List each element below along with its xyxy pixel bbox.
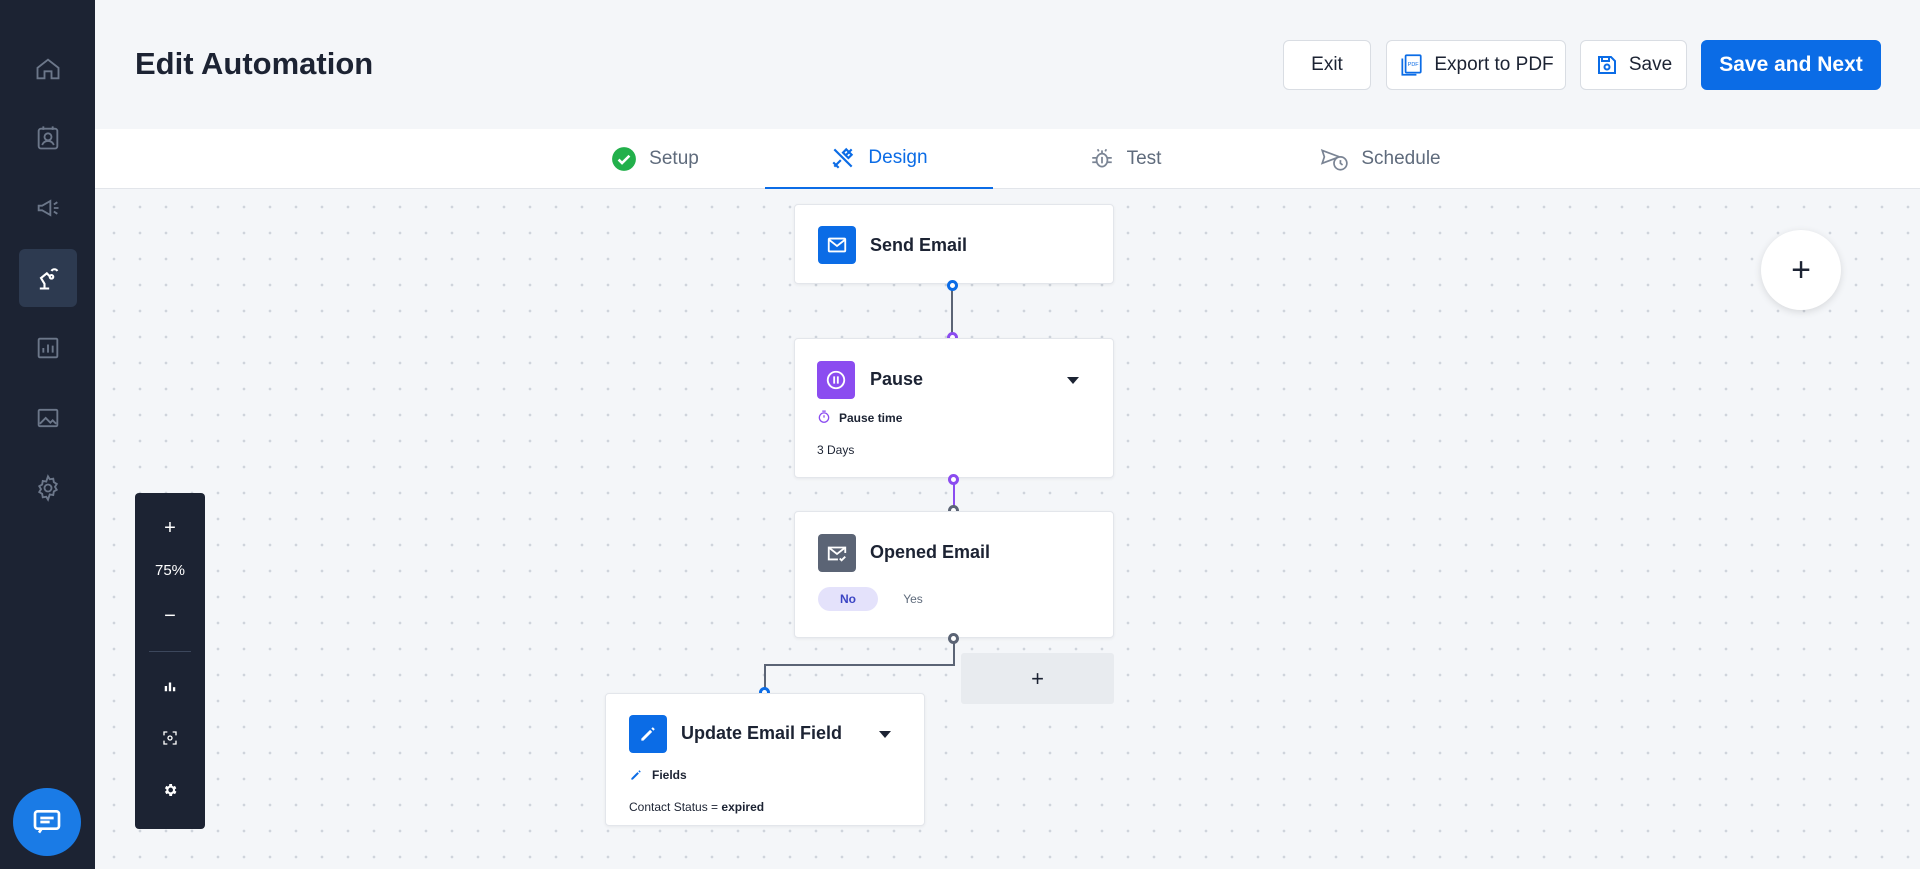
pdf-icon: PDF [1401,54,1422,76]
zoom-level: 75% [154,561,186,579]
connector-line [953,638,955,666]
gear-icon [37,474,59,502]
node-update-field-icon-box [629,715,667,753]
home-icon [36,58,60,80]
tab-design[interactable]: Design [765,129,993,189]
save-button[interactable]: Save [1580,40,1687,90]
chevron-down-icon[interactable] [879,731,891,738]
design-tools-icon [832,147,854,169]
sidebar-item-settings[interactable] [19,459,77,517]
sidebar [0,0,95,869]
chevron-down-icon[interactable] [1067,377,1079,384]
save-and-next-button[interactable]: Save and Next [1701,40,1881,90]
chat-button[interactable] [13,788,81,856]
bar-chart-icon [164,682,176,692]
condition-value: expired [721,800,765,814]
gear-icon [164,784,177,796]
reports-icon [37,337,59,359]
node-pause-icon-box [817,361,855,399]
connector-line [951,285,953,337]
node-opened-email-icon-box [818,534,856,572]
connector-handle[interactable] [948,474,959,485]
tab-test[interactable]: Test [1015,129,1235,189]
pencil-icon [641,727,655,741]
step-tabs: Setup Design Test Schedule [95,129,1920,189]
connector-line [953,478,955,508]
exit-button-label: Exit [1311,54,1343,75]
node-pause-field-label: Pause time [839,411,903,425]
timer-icon [818,410,830,423]
schedule-send-icon [1321,148,1349,171]
sidebar-item-media[interactable] [19,389,77,447]
node-pause-value: 3 Days [817,443,855,457]
node-update-field-condition: Contact Status = expired [629,800,764,814]
branch-yes-pill[interactable]: Yes [903,592,923,606]
node-update-field-title: Update Email Field [681,723,843,743]
connector-line [764,664,955,666]
bug-icon [1091,148,1112,168]
node-pause-title: Pause [870,369,924,389]
save-button-label: Save [1628,54,1673,75]
stats-button[interactable] [135,673,205,699]
add-node-fab[interactable]: + [1761,230,1841,310]
exit-button[interactable]: Exit [1283,40,1371,90]
export-pdf-button[interactable]: PDF Export to PDF [1386,40,1566,90]
tab-schedule-label: Schedule [1361,148,1441,169]
page-title: Edit Automation [135,46,374,81]
megaphone-icon [37,199,59,217]
node-send-email[interactable]: Send Email [794,204,1114,284]
node-update-field-label: Fields [652,768,687,782]
pause-circle-icon [826,370,846,390]
save-icon [1597,56,1616,74]
sidebar-item-campaigns[interactable] [19,179,77,237]
sidebar-item-automations[interactable] [19,249,77,307]
chat-icon [33,810,61,834]
node-send-email-title: Send Email [870,235,968,255]
fit-view-button[interactable] [135,725,205,751]
node-update-email-field[interactable]: Update Email Field Fields Contact Status… [605,693,925,826]
condition-text: Contact Status = [629,800,722,814]
canvas-tools-panel: + 75% − [135,493,205,829]
add-step-button[interactable]: + [961,653,1114,704]
automation-icon [39,268,59,290]
panel-divider [149,651,191,652]
svg-text:PDF: PDF [1408,62,1420,68]
tab-design-label: Design [868,147,928,168]
node-opened-email-title: Opened Email [870,542,991,562]
connector-handle[interactable] [948,633,959,644]
tab-setup-label: Setup [649,148,699,169]
tab-setup[interactable]: Setup [550,129,760,189]
tab-test-label: Test [1126,148,1162,169]
connector-handle[interactable] [947,280,958,291]
branch-no-pill[interactable]: No [818,587,878,611]
save-and-next-label: Save and Next [1719,53,1863,76]
sidebar-item-home[interactable] [19,40,77,98]
node-pause[interactable]: Pause Pause time 3 Days [794,338,1114,478]
zoom-out-button[interactable]: − [164,604,176,627]
tab-schedule[interactable]: Schedule [1255,129,1505,189]
page-header: Edit Automation Exit PDF Export to PDF S… [95,0,1920,129]
focus-frame-icon [163,731,177,745]
envelope-icon [827,237,847,253]
export-pdf-label: Export to PDF [1434,54,1554,75]
sidebar-item-contacts[interactable] [19,109,77,167]
envelope-check-icon [827,546,847,562]
connector-line [764,664,766,692]
contacts-icon [37,126,59,150]
image-icon [37,408,59,428]
sidebar-item-reports[interactable] [19,319,77,377]
zoom-in-button[interactable]: + [164,516,176,539]
check-circle-icon [612,147,637,171]
node-opened-email[interactable]: Opened Email No Yes [794,511,1114,638]
pencil-small-icon [631,770,641,780]
node-send-email-icon-box [818,226,856,264]
canvas-settings-button[interactable] [135,777,205,803]
